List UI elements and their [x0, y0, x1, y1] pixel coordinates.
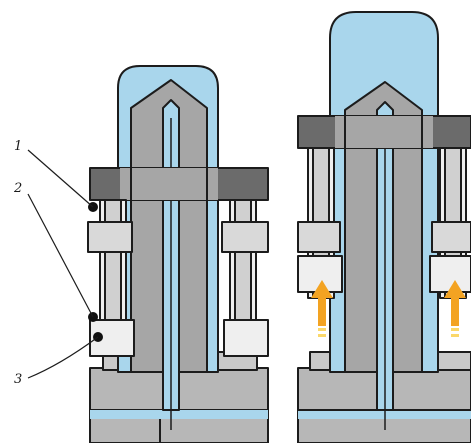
- callout-label-3: 3: [14, 372, 22, 387]
- right-assembly: [297, 11, 471, 443]
- up-arrow-icon-right: [444, 280, 466, 337]
- right-assembly-guide-left: [297, 221, 341, 253]
- callout-label-1: 1: [14, 139, 22, 154]
- right-guide-plate: [221, 221, 269, 253]
- leader-lines: [27, 149, 99, 379]
- leader-line-1: [27, 149, 94, 208]
- right-assembly-seat-right: [429, 255, 471, 293]
- up-arrow-icon-left: [311, 280, 333, 337]
- leader-line-2: [27, 193, 94, 318]
- left-guide-plate: [87, 221, 133, 253]
- leader-line-3: [27, 336, 99, 379]
- right-assembly-guide-right: [431, 221, 471, 253]
- callout-label-2: 2: [13, 181, 22, 196]
- left-base-channel: [90, 410, 268, 419]
- left-assembly: [87, 65, 269, 443]
- right-lower-seat: [223, 319, 269, 357]
